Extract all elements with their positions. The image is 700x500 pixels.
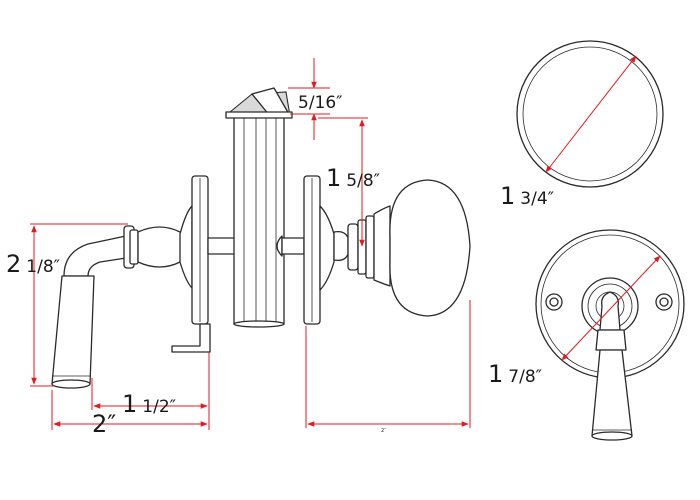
label-lever-length: 2″ <box>92 410 116 438</box>
dim-lever-length <box>51 390 208 430</box>
round-rose <box>516 40 664 188</box>
left-rose-plate <box>179 175 209 325</box>
lever-neck <box>123 225 189 269</box>
latch-cylinder <box>225 87 293 328</box>
right-rose-plate <box>303 175 335 325</box>
dim-knob-depth <box>305 300 471 428</box>
dim-lever-projection <box>91 352 210 430</box>
dim-round-rose <box>545 55 637 173</box>
label-cylinder-offset: 5/16″ <box>298 93 343 113</box>
strike-tab <box>171 323 211 353</box>
dim-lever-height <box>30 223 128 387</box>
dim-cylinder-offset <box>288 58 330 140</box>
knob <box>389 179 471 317</box>
label-knob-depth: 2″ <box>381 428 386 434</box>
spindle-right <box>276 235 305 257</box>
dim-screw-rose <box>561 255 661 361</box>
dim-knob-projection <box>318 117 368 247</box>
lever-handle <box>51 235 127 389</box>
